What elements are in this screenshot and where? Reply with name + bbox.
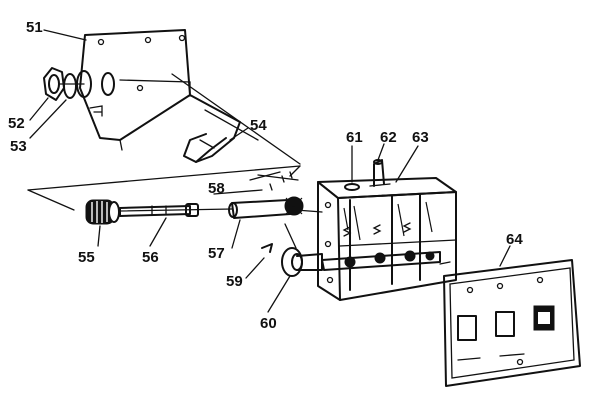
shaft-56 xyxy=(119,203,199,217)
callout-52: 52 xyxy=(8,115,25,132)
callout-59: 59 xyxy=(226,273,243,290)
washer-53 xyxy=(63,73,77,99)
callout-61: 61 xyxy=(346,129,363,146)
callout-labels: 51 52 53 54 55 56 57 58 59 60 61 62 63 6… xyxy=(8,19,523,332)
callout-60: 60 xyxy=(260,315,277,332)
callout-56: 56 xyxy=(142,249,159,266)
callout-58: 58 xyxy=(208,180,225,197)
extension-shaft-57 xyxy=(228,199,291,219)
cam-hub-60 xyxy=(281,247,323,277)
callout-57: 57 xyxy=(208,245,225,262)
mounting-plate-51 xyxy=(76,29,191,151)
cover-plate-64 xyxy=(443,259,581,387)
knob-55 xyxy=(85,199,120,225)
switch-housing xyxy=(317,159,457,301)
pin-59 xyxy=(261,243,273,253)
callout-63: 63 xyxy=(412,129,429,146)
leader-lines xyxy=(29,29,511,313)
callout-51: 51 xyxy=(26,19,43,36)
gear-58 xyxy=(269,171,304,216)
callout-55: 55 xyxy=(78,249,95,266)
alignment-lines xyxy=(27,73,451,265)
callout-53: 53 xyxy=(10,138,27,155)
callout-54: 54 xyxy=(250,117,267,134)
callout-64: 64 xyxy=(506,231,523,248)
hook-bracket-54 xyxy=(183,94,241,163)
callout-62: 62 xyxy=(380,129,397,146)
